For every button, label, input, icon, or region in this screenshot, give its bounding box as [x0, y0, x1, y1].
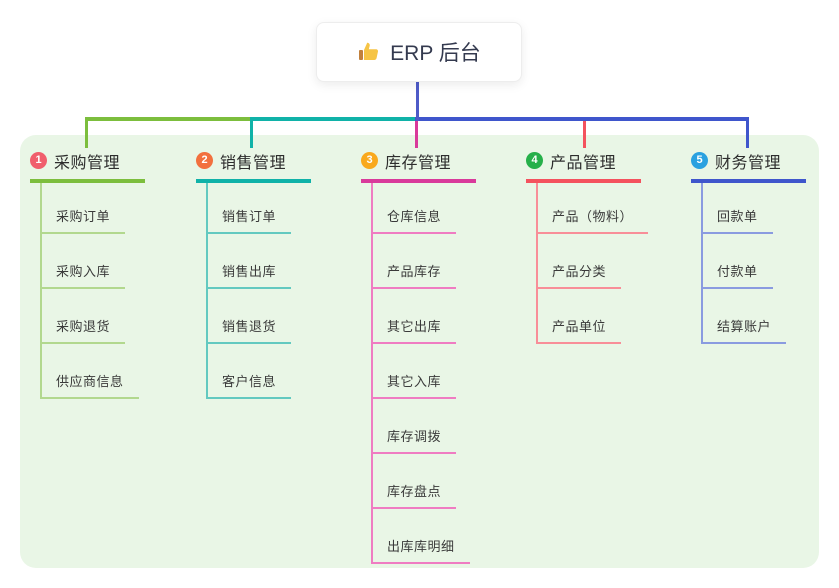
branch-topic-label: 产品管理	[550, 154, 617, 172]
child-topic-row: 采购订单	[40, 183, 145, 234]
child-topic-label[interactable]: 产品（物料）	[536, 206, 649, 234]
child-topic-row: 销售出库	[206, 234, 311, 289]
thumbs-up-icon	[357, 40, 381, 64]
badge-number-icon: 4	[526, 152, 543, 169]
root-topic-label: ERP 后台	[390, 42, 481, 65]
child-topic-row: 销售退货	[206, 289, 311, 344]
branches-panel-background	[20, 135, 819, 568]
connector-branch-2-elbow	[250, 117, 253, 148]
badge-number-icon: 1	[30, 152, 47, 169]
branch-topic[interactable]: 5 财务管理	[691, 147, 806, 183]
child-topic-row: 库存盘点	[371, 454, 476, 509]
branch-topic[interactable]: 2 销售管理	[196, 147, 311, 183]
connector-root-vertical	[416, 82, 419, 121]
root-topic[interactable]: ERP 后台	[316, 22, 522, 82]
child-topic-row: 结算账户	[701, 289, 806, 344]
child-topic-label[interactable]: 采购入库	[40, 261, 126, 289]
connector-branch-2-horizontal	[250, 117, 419, 121]
child-topic-row: 回款单	[701, 183, 806, 234]
branch-topic[interactable]: 3 库存管理	[361, 147, 476, 183]
child-topic-label[interactable]: 销售出库	[206, 261, 292, 289]
connector-branch-5-horizontal	[415, 117, 749, 121]
child-topic-row: 库存调拨	[371, 399, 476, 454]
branch-product: 4 产品管理 产品（物料） 产品分类产品单位	[526, 147, 649, 344]
branch-finance: 5 财务管理 回款单付款单结算账户	[691, 147, 806, 344]
child-topic-label[interactable]: 库存盘点	[371, 481, 457, 509]
branch-children: 回款单付款单结算账户	[701, 183, 806, 344]
branch-children: 产品（物料） 产品分类产品单位	[536, 183, 649, 344]
child-topic-label[interactable]: 销售退货	[206, 316, 292, 344]
branch-topic-label: 销售管理	[220, 154, 287, 172]
child-topic-label[interactable]: 销售订单	[206, 206, 292, 234]
branch-inventory: 3 库存管理 仓库信息产品库存其它出库其它入库库存调拨库存盘点出库库明细	[361, 147, 476, 564]
child-topic-row: 采购退货	[40, 289, 145, 344]
connector-branch-1-elbow	[85, 117, 88, 148]
badge-number-icon: 3	[361, 152, 378, 169]
child-topic-label[interactable]: 库存调拨	[371, 426, 457, 454]
child-topic-label[interactable]: 客户信息	[206, 371, 292, 399]
child-topic-label[interactable]: 产品单位	[536, 316, 622, 344]
child-topic-row: 付款单	[701, 234, 806, 289]
child-topic-row: 客户信息	[206, 344, 311, 399]
branch-children: 仓库信息产品库存其它出库其它入库库存调拨库存盘点出库库明细	[371, 183, 476, 564]
branch-children: 销售订单销售出库销售退货客户信息	[206, 183, 311, 399]
child-topic-label[interactable]: 其它出库	[371, 316, 457, 344]
child-topic-row: 出库库明细	[371, 509, 476, 564]
branch-topic-label: 采购管理	[54, 154, 121, 172]
branch-topic-label: 库存管理	[385, 154, 452, 172]
branch-children: 采购订单采购入库采购退货供应商信息	[40, 183, 145, 399]
badge-number-icon: 5	[691, 152, 708, 169]
child-topic-row: 销售订单	[206, 183, 311, 234]
child-topic-row: 产品（物料）	[536, 183, 649, 234]
child-topic-label[interactable]: 付款单	[701, 261, 773, 289]
child-topic-row: 产品库存	[371, 234, 476, 289]
branch-purchase: 1 采购管理 采购订单采购入库采购退货供应商信息	[30, 147, 145, 399]
branch-sales: 2 销售管理 销售订单销售出库销售退货客户信息	[196, 147, 311, 399]
child-topic-row: 其它入库	[371, 344, 476, 399]
child-topic-row: 采购入库	[40, 234, 145, 289]
connector-branch-5-elbow	[746, 117, 749, 148]
child-topic-row: 仓库信息	[371, 183, 476, 234]
branch-topic[interactable]: 4 产品管理	[526, 147, 641, 183]
child-topic-label[interactable]: 供应商信息	[40, 371, 139, 399]
branch-topic[interactable]: 1 采购管理	[30, 147, 145, 183]
child-topic-row: 供应商信息	[40, 344, 145, 399]
child-topic-label[interactable]: 产品分类	[536, 261, 622, 289]
child-topic-label[interactable]: 采购退货	[40, 316, 126, 344]
child-topic-row: 产品单位	[536, 289, 641, 344]
child-topic-label[interactable]: 采购订单	[40, 206, 126, 234]
child-topic-row: 产品分类	[536, 234, 641, 289]
child-topic-label[interactable]: 出库库明细	[371, 536, 470, 564]
child-topic-label[interactable]: 仓库信息	[371, 206, 457, 234]
branch-topic-label: 财务管理	[715, 154, 782, 172]
child-topic-label[interactable]: 回款单	[701, 206, 773, 234]
child-topic-label[interactable]: 结算账户	[701, 316, 787, 344]
child-topic-label[interactable]: 其它入库	[371, 371, 457, 399]
child-topic-label[interactable]: 产品库存	[371, 261, 457, 289]
badge-number-icon: 2	[196, 152, 213, 169]
child-topic-row: 其它出库	[371, 289, 476, 344]
connector-branch-3-elbow	[415, 121, 418, 148]
connector-branch-4-elbow	[583, 121, 586, 148]
